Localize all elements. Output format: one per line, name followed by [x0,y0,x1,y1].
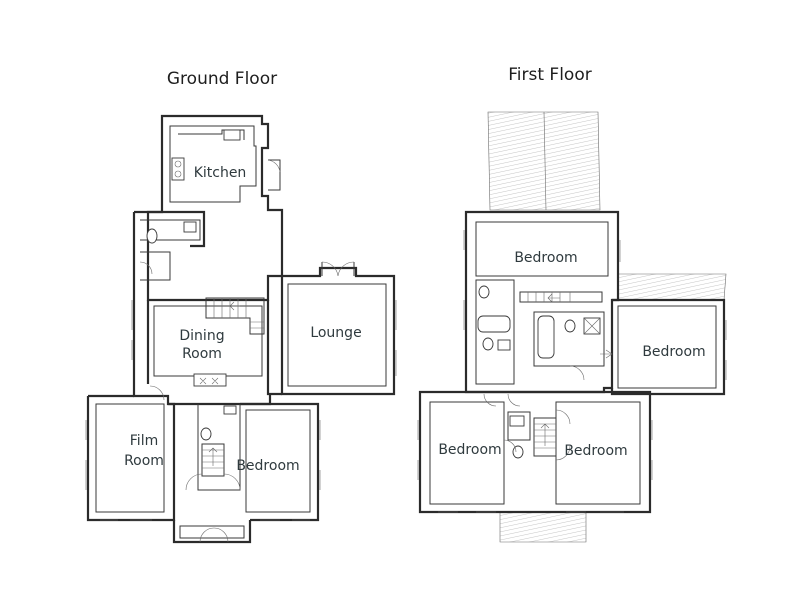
bath-basin-icon [223,405,237,415]
wc-basin-icon [183,221,197,233]
upper-basin-icon [497,339,511,351]
ground-floor-title: Ground Floor [167,69,277,89]
ground-floor-plan: Kitchen Dining Room Lounge Film Room Bed… [85,114,397,544]
lounge-label: Lounge [310,325,361,341]
film-room-label-line2: Room [124,453,164,469]
first-floor-plan: Bedroom Bedroom Bedroom Bedroom [417,111,727,543]
roof-bottom [499,511,587,543]
fireplace-icon [193,373,227,387]
ground-bedroom-label: Bedroom [236,458,299,474]
first-bedroom-top-label: Bedroom [514,250,577,266]
upper-stair-icon [519,291,603,303]
kitchen-label: Kitchen [194,165,247,181]
lounge-french-doors-icon [321,262,355,276]
lower-stair-icon [533,417,557,457]
wc-toilet-icon [146,228,158,244]
first-bedroom-mid-label: Bedroom [564,443,627,459]
first-floor-title: First Floor [508,65,591,85]
lower-basin-icon [509,415,525,427]
upper-toilet-icon-2 [482,337,494,351]
dining-room-label: Dining [179,328,224,344]
upper-toilet-icon-3 [564,319,576,333]
ground-lower-stair-icon [201,443,225,477]
first-bedroom-right-label: Bedroom [642,344,705,360]
film-room-label: Film [130,433,158,449]
upper-toilet-icon-1 [478,285,490,299]
dining-room-label-line2: Room [182,346,222,362]
ground-stair-icon [205,297,265,335]
bathtub-icon-2 [537,315,555,359]
kitchen-sink-icon [223,129,241,141]
bathtub-icon-1 [477,315,511,333]
ground-toilet-icon [200,427,212,441]
roof-right [617,273,727,301]
first-bedroom-left-label: Bedroom [438,442,501,458]
roof-top [487,111,601,211]
stove-icon [171,157,185,181]
porch [172,520,252,544]
lower-toilet-icon [512,445,524,459]
